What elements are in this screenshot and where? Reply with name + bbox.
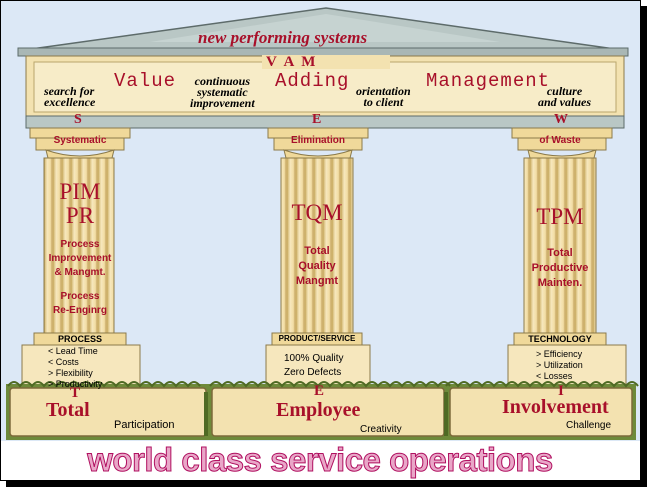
base-list-process: < Lead Time < Costs > Flexibility > Prod…	[48, 346, 102, 390]
tei-letter-t: T	[70, 385, 81, 401]
foundation-stone-3	[449, 387, 633, 437]
pillar-2-body-line-1: Total	[304, 245, 330, 257]
frame-shadow-right	[641, 6, 647, 487]
caption-of-waste: of Waste	[539, 135, 581, 146]
base-technology-line-2: > Utilization	[536, 360, 583, 370]
pillar-2-body: Total Quality Mangmt	[281, 244, 353, 289]
base-process-line-1: < Lead Time	[48, 346, 98, 356]
base-technology-line-3: < Losses	[536, 371, 573, 381]
phrase-client-line-2: to client	[363, 95, 404, 109]
band-word-adding: Adding	[275, 70, 350, 92]
column-center	[280, 157, 354, 334]
caption-elimination: Elimination	[291, 135, 345, 146]
architrave-inner	[33, 61, 617, 113]
pillar-2-title: TQM	[291, 200, 343, 225]
column-right	[523, 157, 597, 334]
phrase-improve-line-2: systematic	[197, 85, 248, 99]
sew-letter-w: W	[554, 112, 568, 127]
phrase-improve-line-1: continuous	[194, 74, 251, 88]
pillar-3-body-line-2: Productive	[531, 262, 589, 274]
sew-letter-e: E	[312, 112, 322, 127]
phrase-search: search for excellence	[44, 84, 96, 109]
base-header-process: PROCESS	[57, 334, 102, 344]
phrase-culture-line-1: culture	[546, 84, 583, 98]
phrase-client-line-1: orientation	[356, 84, 411, 98]
pillar-2-body-line-2: Quality	[298, 260, 336, 272]
pillar-3-body-line-3: Mainten.	[537, 277, 583, 289]
pillar-1-body-line-3: & Mangmt.	[54, 267, 106, 278]
band-word-value: Value	[114, 70, 177, 92]
sew-letter-s: S	[74, 112, 82, 127]
column-left	[43, 157, 115, 334]
tei-word-employee: Employee	[276, 399, 361, 421]
roof-inner	[150, 14, 500, 42]
phrase-client: orientation to client	[356, 84, 411, 109]
roof-title: new performing systems	[198, 28, 368, 47]
pillar-1-title-line-2: PR	[65, 203, 95, 228]
roof-cornice	[17, 47, 629, 57]
base-list-technology: > Efficiency > Utilization < Losses	[536, 349, 583, 382]
phrase-search-line-2: excellence	[44, 95, 96, 109]
pedestal-left	[21, 332, 141, 386]
pillar-1-body: Process Improvement & Mangmt.	[40, 238, 120, 280]
temple-illustration	[6, 7, 639, 440]
base-header-product: PRODUCT/SERVICE	[278, 334, 356, 343]
pillar-1-body-line-2: Improvement	[48, 253, 112, 264]
phrase-culture-line-2: and values	[538, 95, 592, 109]
base-technology-line-1: > Efficiency	[536, 349, 583, 359]
tei-letter-e: E	[314, 383, 325, 399]
pillar-3-body: Total Productive Mainten.	[520, 246, 600, 291]
base-product-line-2: Zero Defects	[284, 367, 342, 378]
base-process-line-4: > Productivity	[48, 379, 103, 389]
pillar-1-title-line-1: PIM	[59, 179, 101, 204]
pillar-1-extra-line-1: Process	[60, 291, 100, 302]
base-process-line-3: > Flexibility	[48, 368, 93, 378]
tei-sub-challenge: Challenge	[566, 420, 612, 431]
grass-tufts	[7, 381, 639, 436]
pillar-3-body-line-1: Total	[547, 247, 573, 259]
base-process-line-2: < Costs	[48, 357, 79, 367]
frieze-strip	[25, 115, 625, 129]
pillar-1-body-line-1: Process	[60, 239, 100, 250]
phrase-culture: culture and values	[538, 84, 592, 109]
pillar-1-title: PIM PR	[44, 180, 116, 228]
vam-plate	[262, 55, 390, 69]
tei-letter-i: I	[558, 383, 564, 399]
phrase-improve: continuous systematic improvement	[190, 74, 255, 110]
foundation-stone-1	[9, 387, 207, 437]
pillar-1-extra: Process Re-Enginrg	[40, 290, 120, 318]
tei-sub-participation: Participation	[114, 419, 175, 431]
pedestal-right	[507, 332, 627, 386]
vam-acronym: V A M	[266, 54, 318, 70]
pillar-1-extra-line-2: Re-Enginrg	[53, 305, 107, 316]
tei-sub-creativity: Creativity	[360, 424, 402, 435]
band-word-management: Management	[426, 70, 551, 92]
pillar-3-title: TPM	[536, 204, 584, 229]
tei-word-total: Total	[46, 399, 90, 421]
tei-word-involvement: Involvement	[502, 396, 609, 418]
pedestal-center	[265, 332, 371, 386]
caption-systematic: Systematic	[53, 135, 107, 146]
phrase-improve-line-3: improvement	[190, 96, 255, 110]
phrase-search-line-1: search for	[44, 84, 95, 98]
base-header-technology: TECHNOLOGY	[528, 334, 592, 344]
pillar-2-body-line-3: Mangmt	[295, 275, 339, 287]
footer-title: world class service operations	[87, 441, 554, 479]
base-list-product: 100% Quality Zero Defects	[284, 352, 343, 380]
base-product-line-1: 100% Quality	[284, 353, 344, 364]
frame-shadow-bottom	[6, 481, 647, 487]
